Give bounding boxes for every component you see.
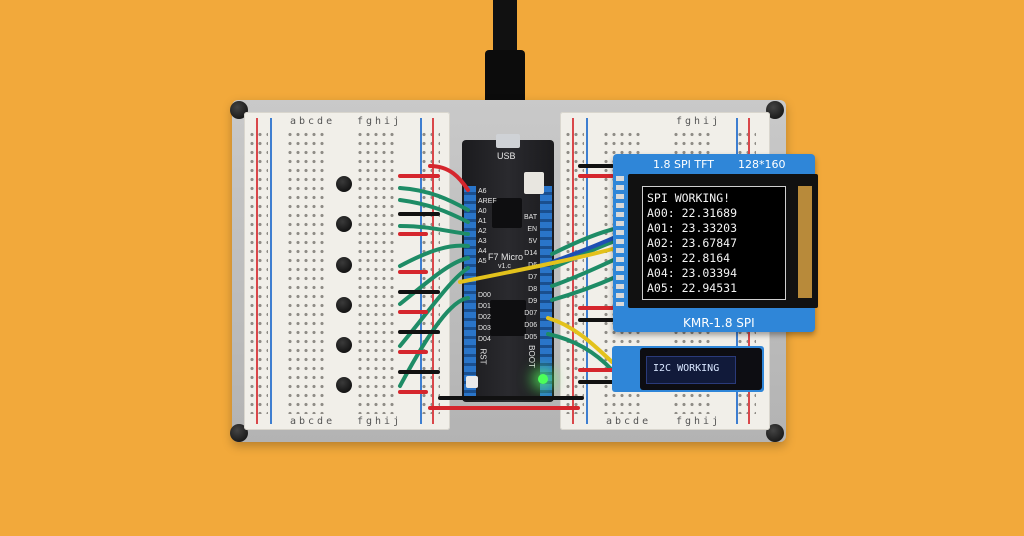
screw-top-right	[766, 101, 784, 119]
column-letters: fghij	[357, 416, 403, 427]
pin-label: D05	[524, 334, 538, 341]
pin-label: D00	[478, 292, 491, 299]
header-pins-right	[540, 186, 552, 396]
wire-yellow	[546, 316, 614, 364]
pin-label: D07	[524, 310, 538, 317]
pin-label: D03	[478, 325, 491, 332]
pin-label: BAT	[524, 214, 538, 221]
rail-holes	[248, 130, 268, 414]
wire-green	[550, 238, 620, 270]
usb-label: USB	[497, 151, 516, 161]
wire-yellow	[458, 246, 618, 284]
pin-label: EN	[527, 226, 538, 233]
tft-line: A01: 23.33203	[647, 221, 738, 235]
wire-red	[428, 164, 470, 192]
pin-label: D02	[478, 314, 491, 321]
tft-flex-cable	[798, 186, 812, 298]
tactile-button	[336, 377, 352, 393]
wire-green	[398, 256, 470, 306]
column-letters: fghij	[357, 116, 403, 127]
wire-blue	[550, 234, 620, 264]
screw-bottom-right	[766, 424, 784, 442]
tft-line: A02: 23.67847	[647, 236, 738, 250]
wire-green	[398, 186, 470, 212]
pin-label: A1	[478, 218, 487, 225]
wire-green	[398, 296, 470, 388]
status-led	[538, 374, 548, 384]
header-pins-left	[464, 186, 476, 396]
tft-header-right: 128*160	[738, 158, 786, 171]
pin-label: D04	[478, 336, 491, 343]
pin-label: 5V	[528, 238, 538, 245]
terminal-holes-fghij	[356, 130, 398, 414]
pin-labels-left: A6 AREF A0 A1 A2 A3 A4 A5	[478, 187, 497, 267]
wire-green	[398, 198, 470, 224]
tactile-button	[336, 337, 352, 353]
tft-line: A00: 22.31689	[647, 206, 738, 220]
wire-green	[398, 224, 470, 236]
pin-label: A2	[478, 228, 487, 235]
tactile-button	[336, 297, 352, 313]
power-rail-red	[432, 118, 434, 424]
column-letters: fghij	[676, 416, 722, 427]
pin-label: A4	[478, 248, 487, 255]
column-letters: abcde	[290, 416, 336, 427]
wire-green	[398, 266, 470, 348]
tft-header-pins	[616, 176, 624, 306]
chip	[492, 198, 522, 228]
pin-label: A0	[478, 208, 487, 215]
wire-green	[550, 274, 620, 302]
tft-screen: SPI WORKING! A00: 22.31689 A01: 23.33203…	[642, 186, 786, 300]
oled-screen: I2C WORKING	[646, 356, 736, 384]
pin-label: A5	[478, 258, 487, 265]
mcu-chip	[490, 300, 526, 336]
tactile-button	[336, 176, 352, 192]
board-version: v1.c	[498, 263, 511, 270]
tft-line: A05: 22.94531	[647, 281, 738, 295]
wire-green	[398, 243, 470, 268]
tft-line: A04: 23.03394	[647, 266, 738, 280]
tft-text-lines: SPI WORKING! A00: 22.31689 A01: 23.33203…	[647, 191, 737, 296]
column-letters: abcde	[606, 416, 652, 427]
battery-connector	[524, 172, 544, 194]
wire-green	[546, 332, 614, 372]
pin-label: D7	[528, 274, 538, 281]
wire-green	[550, 256, 620, 288]
pin-labels-left-lower: D00 D01 D02 D03 D04	[478, 290, 491, 345]
terminal-holes-abcde	[286, 130, 328, 414]
column-letters: abcde	[290, 116, 336, 127]
reset-button	[466, 376, 478, 388]
pin-label: AREF	[478, 198, 497, 205]
pin-label: A3	[478, 238, 487, 245]
micro-usb-port	[496, 134, 520, 148]
pin-label: A6	[478, 188, 487, 195]
tactile-button	[336, 216, 352, 232]
tft-line: A03: 22.8164	[647, 251, 731, 265]
oled-text: I2C WORKING	[653, 363, 720, 374]
tft-footer-label: KMR-1.8 SPI	[683, 316, 755, 330]
screw-top-left	[230, 101, 248, 119]
screw-bottom-left	[230, 424, 248, 442]
pin-label: D06	[524, 322, 538, 329]
power-rail-blue	[270, 118, 272, 424]
tft-header-left: 1.8 SPI TFT	[653, 158, 714, 171]
tactile-button	[336, 257, 352, 273]
column-letters: fghij	[676, 116, 722, 127]
wire-green	[550, 226, 620, 256]
pin-label: D8	[528, 286, 538, 293]
pin-label: D14	[524, 250, 538, 257]
tft-line-title: SPI WORKING!	[647, 191, 731, 205]
board-name: F7 Micro	[488, 252, 524, 262]
pin-label: D9	[528, 298, 538, 305]
pin-label: D01	[478, 303, 491, 310]
